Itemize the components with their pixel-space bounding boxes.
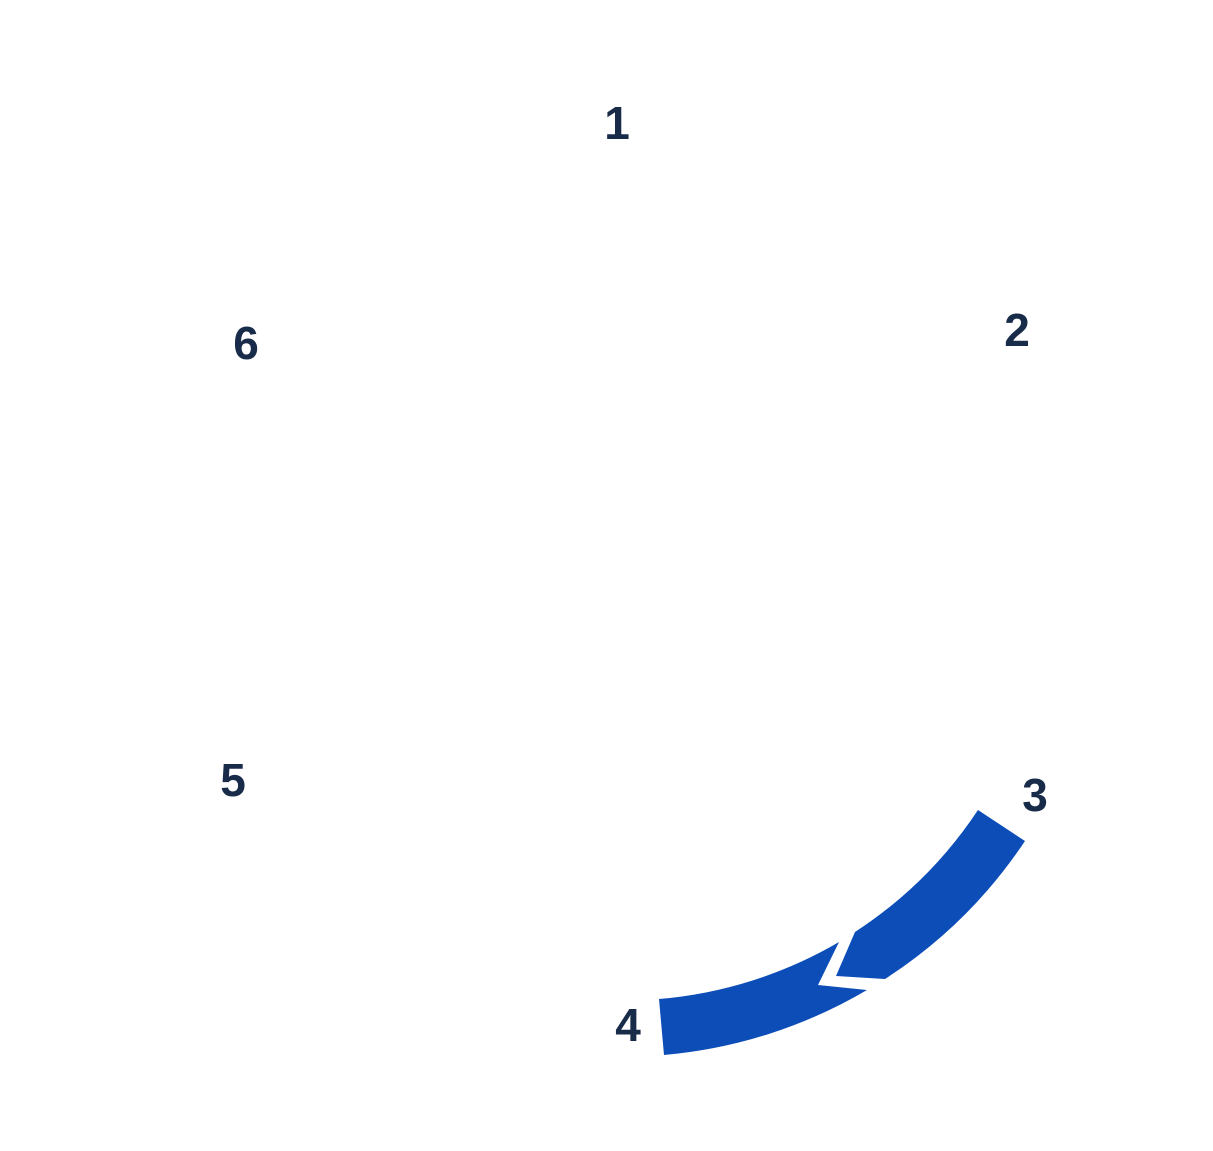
arrow-segment-to-4-icon (659, 942, 867, 1055)
step-number-1: 1 (604, 97, 630, 149)
step-number-2: 2 (1004, 304, 1030, 356)
step-number-5: 5 (220, 754, 246, 806)
step-number-4: 4 (615, 999, 641, 1051)
arrow-segment-from-3-icon (836, 810, 1025, 979)
step-number-3: 3 (1022, 769, 1048, 821)
step-number-6: 6 (233, 317, 259, 369)
